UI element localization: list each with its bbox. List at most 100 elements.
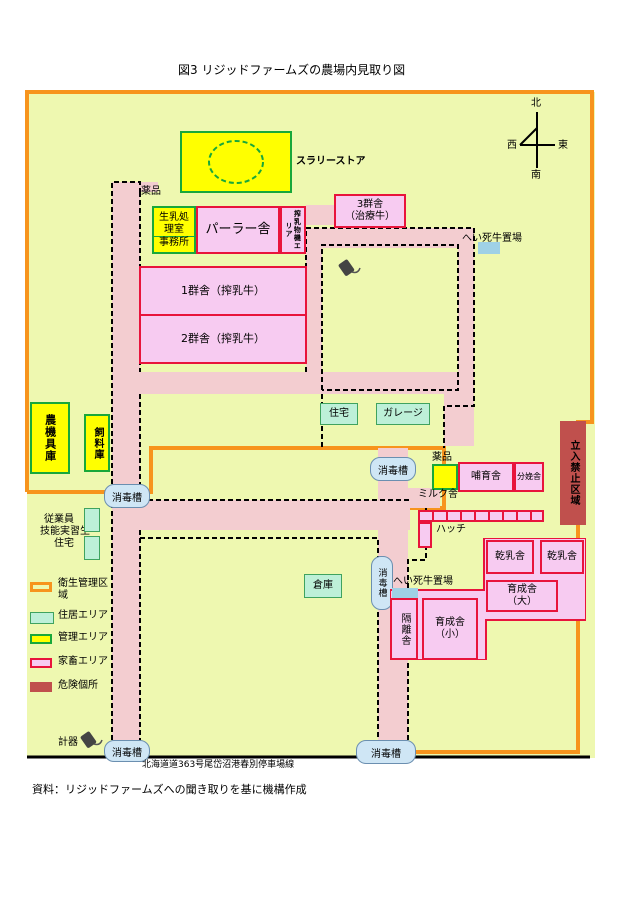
medicine-label-top: 薬品: [141, 186, 161, 197]
legend-swatch-danger: [30, 682, 52, 692]
compass-icon: [519, 112, 555, 168]
group2-barn: 2群舎（搾乳牛）: [139, 314, 307, 364]
disinfection-tank-label: 消毒槽: [112, 492, 142, 504]
garage-label: ガレージ: [383, 408, 423, 419]
path-south: [140, 500, 410, 530]
house-label: 住宅: [329, 408, 349, 419]
meter-icon: [338, 258, 362, 278]
disinfection-tank: 消毒槽: [104, 740, 150, 762]
group3-barn: 3群舎 （治療牛）: [334, 194, 406, 228]
compass-south: 南: [531, 170, 541, 181]
slurry-store-label: スラリーストア: [296, 156, 366, 167]
legend-swatch-management: [30, 634, 52, 644]
rearing-small-label: 育成舎: [435, 617, 465, 628]
path-mid: [140, 372, 474, 394]
hatch-label: ハッチ: [436, 524, 466, 535]
isolation-barn: 隔離舎: [390, 598, 418, 660]
dry-barn-2-label: 乾乳舎: [547, 551, 577, 562]
path-ring-top: [306, 228, 474, 248]
calf-hatches-stub: [418, 522, 432, 548]
disinfection-tank: 消毒槽: [104, 484, 150, 508]
workers-house-2: [84, 536, 100, 560]
rearing-large-note: （大）: [507, 596, 537, 607]
slurry-store: [180, 131, 292, 193]
calving-label: 分娩舎: [517, 472, 541, 482]
warehouse: 倉庫: [304, 574, 342, 598]
feed-storage: 飼料庫: [84, 414, 110, 472]
dead-cow-label-top: へい死牛置場: [462, 233, 522, 244]
meter-icon-bottom: [80, 730, 104, 750]
group2-label: 2群舎（搾乳牛）: [181, 332, 265, 346]
farm-tools-label: 農機具庫: [43, 414, 57, 462]
dry-barn-1: 乾乳舎: [486, 540, 534, 574]
dead-cow-spot-top: [478, 242, 500, 254]
path-top-right: [306, 205, 334, 225]
medicine-label-mid: 薬品: [432, 452, 452, 463]
road-label: 北海道道363号尾岱沼港春別停車場線: [142, 760, 295, 770]
trainees-label: 技能実習生: [40, 526, 90, 537]
legend-swatch-residence: [30, 612, 54, 624]
workers-label: 従業員: [44, 514, 74, 525]
nursing-label: 哺育舎: [471, 471, 501, 482]
group1-label: 1群舎（搾乳牛）: [181, 284, 265, 298]
dry-barn-2: 乾乳舎: [540, 540, 584, 574]
dead-cow-label-mid: へい死牛置場: [393, 576, 453, 587]
house: 住宅: [320, 403, 358, 425]
group1-barn: 1群舎（搾乳牛）: [139, 266, 307, 316]
office-label: 事務所: [154, 235, 194, 249]
disinfection-tank: 消毒槽: [371, 556, 393, 610]
milk-processing-area: 搾乳物機エリア: [280, 206, 306, 254]
parlor: パーラー舎: [196, 206, 280, 254]
milk-processing-label: 搾乳物機エリア: [285, 210, 302, 250]
warehouse-label: 倉庫: [313, 580, 333, 591]
milk-room-label: 生乳処理室: [159, 211, 189, 235]
fence-ring: [321, 244, 459, 391]
disinfection-tank-label: 消毒槽: [112, 747, 142, 759]
fence-ring-outer: [305, 227, 475, 448]
disinfection-tank-label: 消毒槽: [378, 465, 408, 477]
source-note: 資料：リジッドファームズへの聞き取りを基に機構作成: [32, 783, 307, 796]
path-milk: [400, 488, 440, 508]
disinfection-tank-label: 消毒槽: [371, 748, 401, 760]
disinfection-tank: 消毒槽: [370, 457, 416, 481]
path-ring-right: [458, 228, 474, 406]
compass-north: 北: [531, 98, 541, 109]
legend-label-hygiene: 衛生管理区域: [58, 578, 108, 601]
path-west: [112, 182, 140, 756]
farm-tools-storage: 農機具庫: [30, 402, 70, 474]
group3-note: （治療牛）: [345, 211, 395, 222]
feed-label: 飼料庫: [92, 426, 103, 460]
dead-cow-spot-mid: [392, 588, 418, 598]
milk-barn-medicine: [432, 464, 458, 490]
rearing-small-note: （小）: [435, 629, 465, 640]
milk-room: 生乳処理室 事務所: [152, 206, 196, 254]
compass-east: 東: [558, 140, 568, 151]
rearing-barn-small: 育成舎 （小）: [422, 598, 478, 660]
legend-label-management: 管理エリア: [58, 632, 108, 643]
legend-label-danger: 危険個所: [58, 680, 98, 691]
parlor-label: パーラー舎: [205, 222, 271, 238]
milk-barn-label: ミルク舎: [418, 489, 458, 500]
nursing-barn: 哺育舎: [458, 462, 514, 492]
rearing-large-label: 育成舎: [507, 584, 537, 595]
no-entry-area: 立入禁止区域: [560, 421, 586, 525]
calf-hatches: [418, 510, 544, 522]
isolation-label: 隔離舎: [399, 612, 410, 646]
legend-swatch-livestock: [30, 658, 52, 668]
disinfection-tank-label: 消毒槽: [376, 568, 387, 598]
path-mid-right: [444, 394, 474, 446]
meter-label: 計器: [58, 737, 78, 748]
dry-barn-1-label: 乾乳舎: [495, 551, 525, 562]
garage: ガレージ: [376, 403, 430, 425]
fence-west: [111, 181, 141, 756]
rearing-barn-large: 育成舎 （大）: [486, 580, 558, 612]
workers-house-1: [84, 508, 100, 532]
path-north: [140, 182, 158, 192]
legend-label-residence: 住居エリア: [58, 610, 108, 621]
path-ring-left: [306, 228, 322, 388]
legend-label-livestock: 家畜エリア: [58, 656, 108, 667]
compass-west: 西: [507, 140, 517, 151]
page-title: 図3 リジッドファームズの農場内見取り図: [178, 63, 406, 77]
disinfection-tank: 消毒槽: [356, 740, 416, 764]
legend-swatch-hygiene: [30, 582, 52, 592]
